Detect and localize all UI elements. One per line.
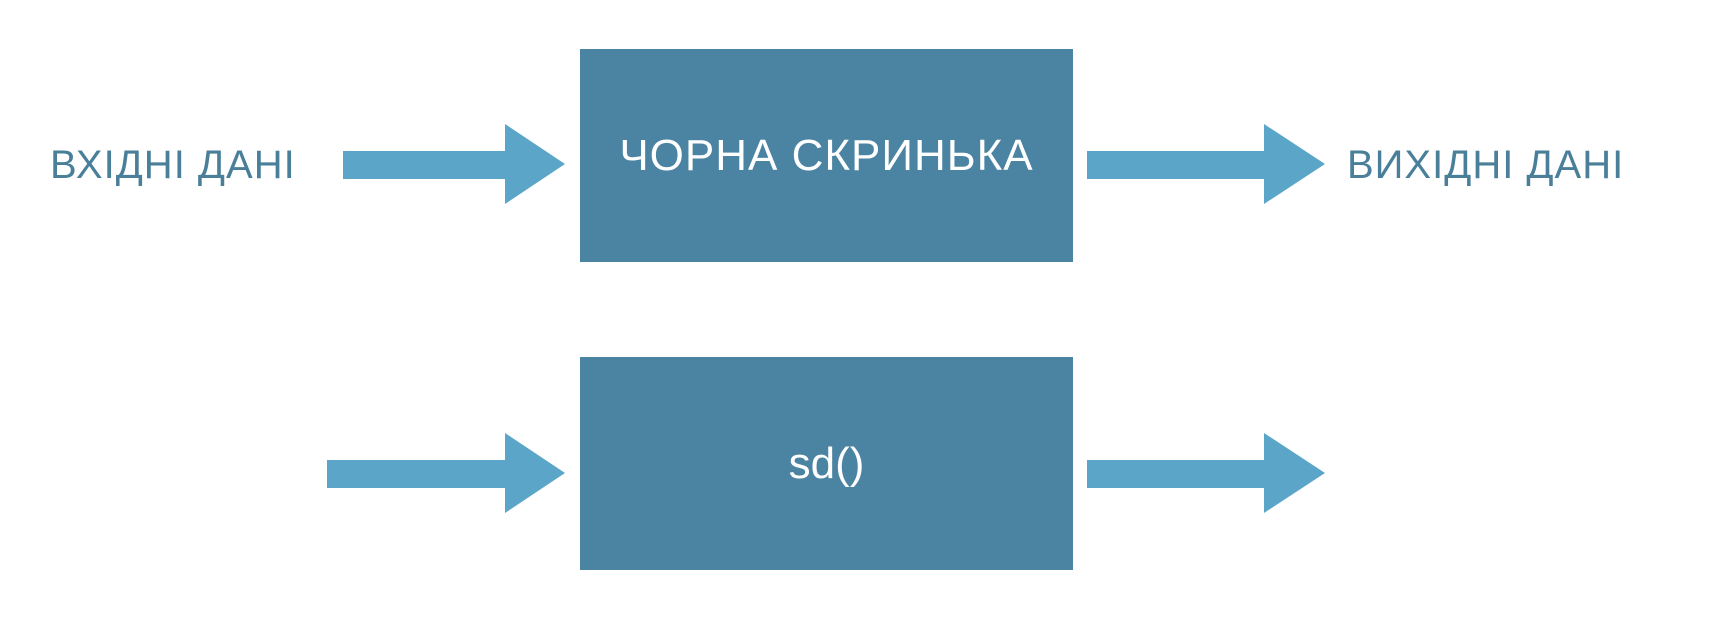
arrow-input-top	[343, 124, 583, 204]
arrow-output-top	[1087, 124, 1327, 204]
sd-function-label: sd()	[788, 438, 865, 488]
black-box-label: ЧОРНА СКРИНЬКА	[619, 130, 1034, 180]
sd-function-block: sd()	[580, 357, 1073, 570]
right-arrow-icon	[343, 124, 565, 204]
arrow-input-bottom	[327, 433, 567, 513]
right-arrow-icon	[1087, 433, 1325, 513]
output-data-label: ВИХІДНІ ДАНІ	[1347, 143, 1625, 187]
arrow-output-bottom	[1087, 433, 1327, 513]
black-box-block: ЧОРНА СКРИНЬКА	[580, 49, 1073, 262]
input-data-label: ВХІДНІ ДАНІ	[50, 143, 296, 187]
right-arrow-icon	[1087, 124, 1325, 204]
right-arrow-icon	[327, 433, 565, 513]
